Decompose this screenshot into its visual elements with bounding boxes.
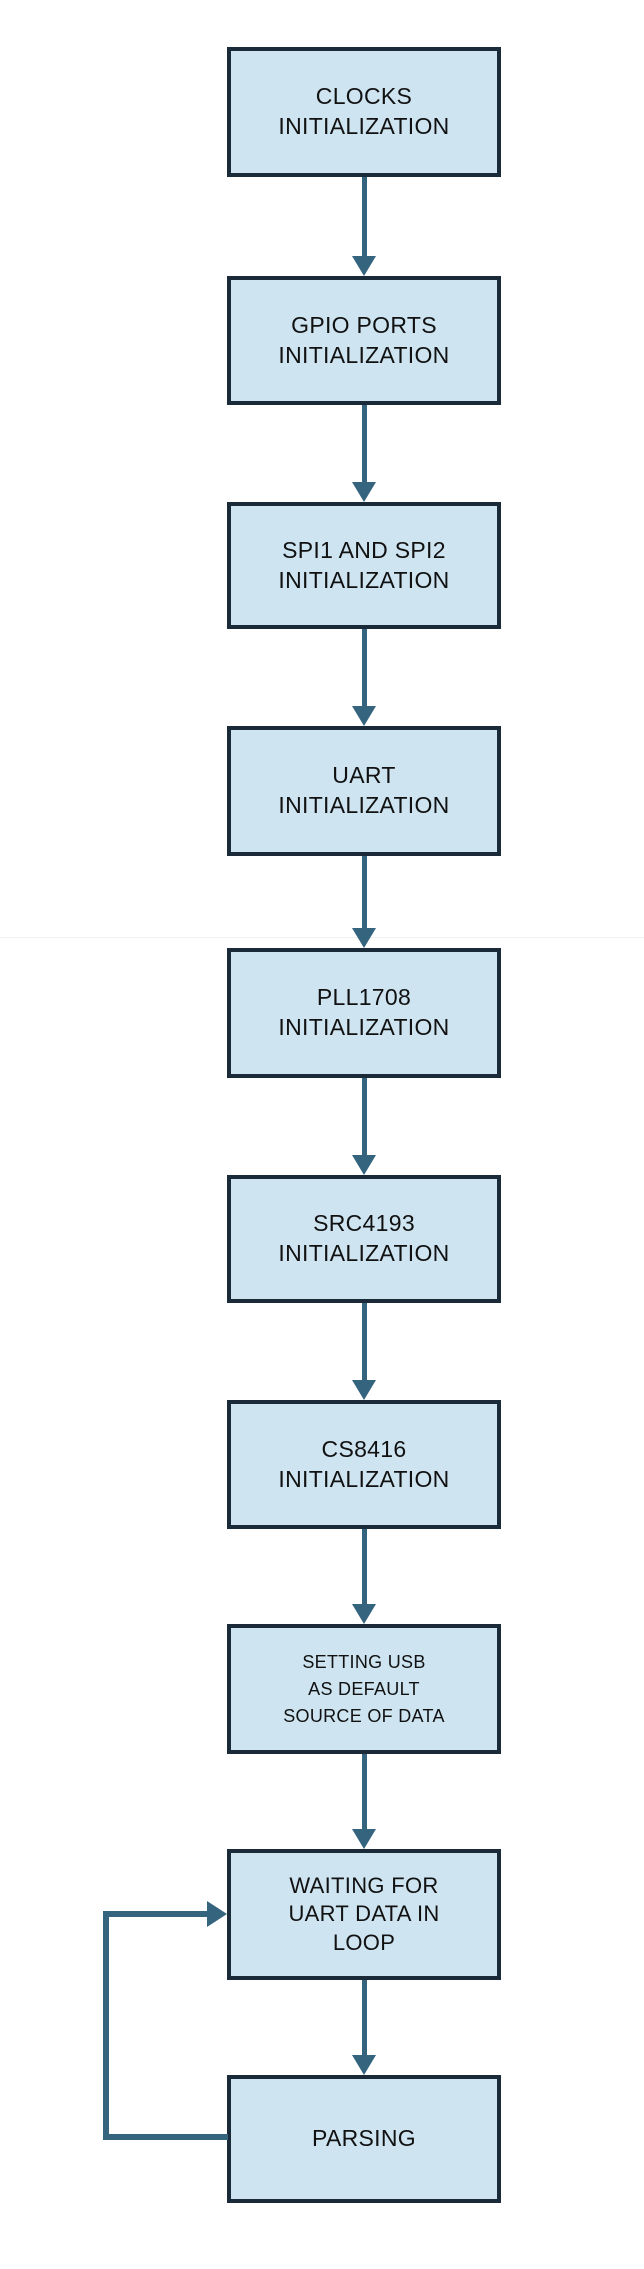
node-label: CLOCKS INITIALIZATION	[278, 83, 450, 139]
arrow-line-usb-to-waiting	[362, 1754, 367, 1829]
arrow-line-clocks-to-gpio	[362, 177, 367, 256]
node-parsing: PARSING	[227, 2075, 501, 2203]
node-label: PARSING	[312, 2125, 416, 2152]
node-label: GPIO PORTS INITIALIZATION	[278, 311, 450, 368]
page-boundary-line	[0, 937, 644, 938]
node-gpio-ports-initialization: GPIO PORTS INITIALIZATION	[227, 276, 501, 405]
arrow-line-src4193-to-cs8416	[362, 1303, 367, 1380]
arrowhead-down-icon	[352, 706, 376, 726]
loopback-line-top	[103, 1911, 207, 1917]
arrowhead-down-icon	[352, 1829, 376, 1849]
node-waiting-for-uart-data-in-loop: WAITING FOR UART DATA IN LOOP	[227, 1849, 501, 1980]
arrow-line-waiting-to-parsing	[362, 1980, 367, 2055]
node-label: SPI1 AND SPI2 INITIALIZATION	[278, 536, 450, 593]
arrowhead-down-icon	[352, 1380, 376, 1400]
arrow-line-cs8416-to-usb	[362, 1529, 367, 1604]
node-src4193-initialization: SRC4193 INITIALIZATION	[227, 1175, 501, 1303]
arrowhead-right-icon	[207, 1901, 227, 1927]
arrowhead-down-icon	[352, 928, 376, 948]
arrow-line-spi-to-uart	[362, 629, 367, 706]
arrowhead-down-icon	[352, 2055, 376, 2075]
node-uart-initialization: UART INITIALIZATION	[227, 726, 501, 856]
node-spi1-and-spi2-initialization: SPI1 AND SPI2 INITIALIZATION	[227, 502, 501, 629]
node-label: PLL1708 INITIALIZATION	[278, 984, 450, 1040]
loopback-line-bottom	[103, 2134, 228, 2140]
node-cs8416-initialization: CS8416 INITIALIZATION	[227, 1400, 501, 1529]
arrow-line-uart-to-pll1708	[362, 856, 367, 928]
arrowhead-down-icon	[352, 256, 376, 276]
arrow-line-pll1708-to-src4193	[362, 1078, 367, 1155]
arrowhead-down-icon	[352, 482, 376, 502]
arrowhead-down-icon	[352, 1604, 376, 1624]
node-label: UART INITIALIZATION	[278, 762, 450, 818]
loopback-line-vertical	[103, 1911, 109, 2140]
node-label: SETTING USB AS DEFAULT SOURCE OF DATA	[283, 1651, 445, 1726]
node-pll1708-initialization: PLL1708 INITIALIZATION	[227, 948, 501, 1078]
node-label: WAITING FOR UART DATA IN LOOP	[288, 1872, 440, 1955]
node-label: SRC4193 INITIALIZATION	[278, 1210, 450, 1266]
node-setting-usb-as-default-source-of-data: SETTING USB AS DEFAULT SOURCE OF DATA	[227, 1624, 501, 1754]
node-label: CS8416 INITIALIZATION	[278, 1435, 450, 1492]
arrowhead-down-icon	[352, 1155, 376, 1175]
node-clocks-initialization: CLOCKS INITIALIZATION	[227, 47, 501, 177]
arrow-line-gpio-to-spi	[362, 405, 367, 482]
